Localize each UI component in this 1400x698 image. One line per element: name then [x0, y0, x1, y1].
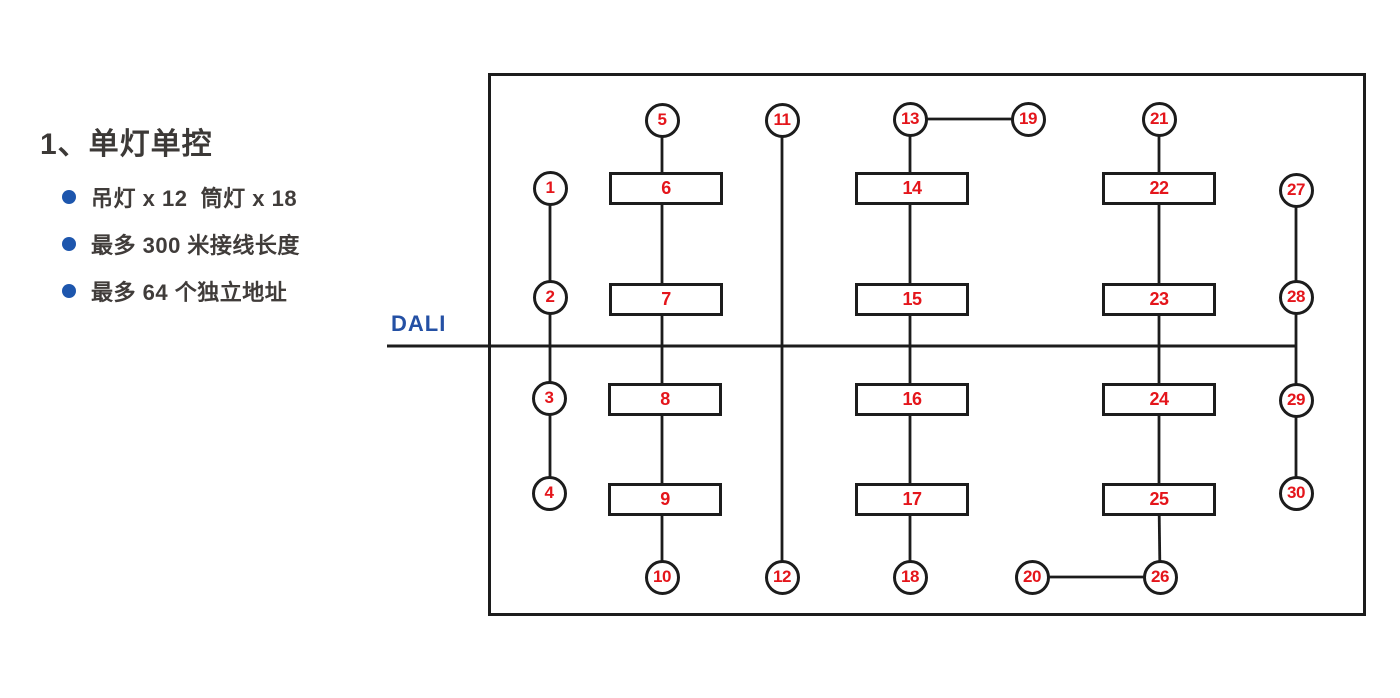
downlight-node-19: 19	[1010, 101, 1046, 137]
pendant-light-node-23: 23	[1102, 282, 1216, 316]
downlight-node-30: 30	[1278, 475, 1314, 511]
pendant-light-node-25: 25	[1102, 482, 1216, 516]
pendant-light-node-8: 8	[608, 382, 722, 416]
pendant-light-node-22: 22	[1102, 171, 1216, 205]
pendant-light-node-17: 17	[855, 482, 969, 516]
downlight-node-13: 13	[892, 101, 928, 137]
feature-text: 吊灯 x 12 筒灯 x 18	[91, 185, 298, 211]
downlight-node-20: 20	[1014, 559, 1050, 595]
pendant-light-node-6: 6	[609, 171, 723, 205]
downlight-node-10: 10	[644, 559, 680, 595]
pendant-light-node-7: 7	[609, 282, 723, 316]
downlight-node-26: 26	[1142, 559, 1178, 595]
downlight-node-11: 11	[764, 102, 800, 138]
downlight-node-28: 28	[1278, 279, 1314, 315]
list-item: 最多 300 米接线长度	[62, 230, 300, 258]
pendant-light-node-9: 9	[608, 482, 722, 516]
list-item: 最多 64 个独立地址	[62, 277, 300, 305]
downlight-node-2: 2	[532, 279, 568, 315]
downlight-node-29: 29	[1278, 382, 1314, 418]
feature-text: 最多 300 米接线长度	[91, 232, 300, 258]
downlight-node-1: 1	[532, 170, 568, 206]
feature-text: 最多 64 个独立地址	[91, 279, 288, 305]
pendant-light-node-14: 14	[855, 171, 969, 205]
downlight-node-12: 12	[764, 559, 800, 595]
bullet-icon	[62, 189, 76, 204]
bullet-icon	[62, 236, 76, 251]
downlight-node-27: 27	[1278, 172, 1314, 208]
downlight-node-4: 4	[531, 475, 567, 511]
bullet-icon	[62, 283, 76, 298]
downlight-node-18: 18	[892, 559, 928, 595]
pendant-light-node-16: 16	[855, 382, 969, 416]
dali-bus-label: DALI	[391, 311, 447, 336]
section-title: 1、单灯单控	[40, 128, 213, 161]
downlight-node-21: 21	[1141, 101, 1177, 137]
downlight-node-5: 5	[644, 102, 680, 138]
pendant-light-node-15: 15	[855, 282, 969, 316]
feature-list: 吊灯 x 12 筒灯 x 18 最多 300 米接线长度 最多 64 个独立地址	[62, 183, 300, 324]
list-item: 吊灯 x 12 筒灯 x 18	[62, 183, 300, 211]
system-boundary-box	[488, 73, 1366, 616]
downlight-node-3: 3	[531, 380, 567, 416]
pendant-light-node-24: 24	[1102, 382, 1216, 416]
